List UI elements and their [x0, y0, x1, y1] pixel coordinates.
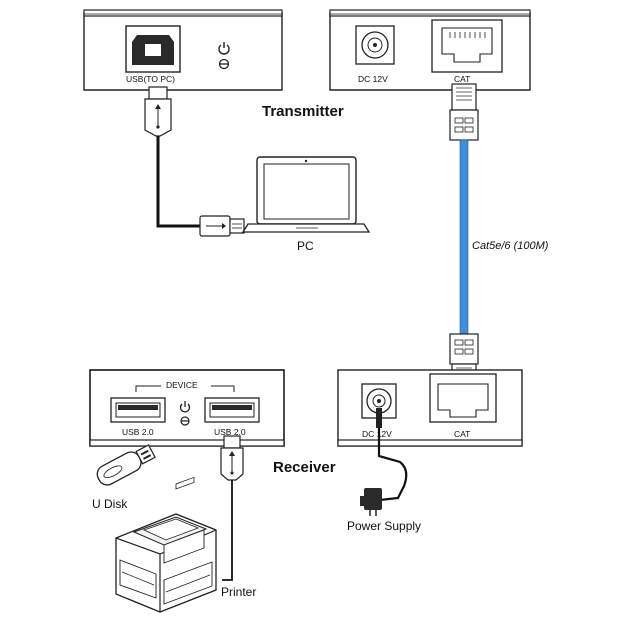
rj45-port-rx	[429, 373, 497, 423]
dc-jack-tx	[355, 25, 395, 65]
dc-12v-tx-label: DC 12V	[358, 74, 388, 84]
printer	[115, 476, 217, 613]
dc-12v-rx-label: DC 12V	[362, 429, 392, 439]
usb-symbol-icon	[229, 451, 235, 475]
power-supply-label: Power Supply	[347, 519, 421, 533]
transmitter-usb-unit: USB(TO PC)	[83, 9, 283, 91]
usb-cable-pc	[144, 86, 245, 237]
power-icon	[179, 401, 191, 413]
transmitter-label: Transmitter	[262, 103, 344, 120]
cable-spec-label: Cat5e/6 (100M)	[472, 240, 549, 252]
usb-a-port-right	[204, 397, 260, 423]
link-indicator-icon	[218, 58, 230, 70]
usb-symbol-icon	[206, 223, 226, 229]
transmitter-cat-unit: DC 12V CAT	[329, 9, 531, 91]
cat-rx-label: CAT	[454, 429, 470, 439]
pc-laptop	[241, 156, 371, 233]
power-icon	[218, 42, 230, 55]
cat-tx-label: CAT	[454, 74, 470, 84]
device-label: DEVICE	[166, 380, 198, 390]
receiver-cat-unit: DC 12V CAT	[337, 369, 523, 447]
usb-b-port	[125, 25, 181, 73]
usb20-right-label: USB 2.0	[214, 427, 246, 437]
usb-symbol-icon	[155, 104, 161, 129]
usb20-left-label: USB 2.0	[122, 427, 154, 437]
printer-cable	[220, 435, 244, 581]
pc-label: PC	[297, 239, 314, 253]
receiver-usb-unit: DEVICE USB 2.0 USB 2.0	[89, 369, 285, 447]
rj45-port-tx	[431, 19, 503, 73]
power-supply	[360, 408, 408, 516]
u-disk-label: U Disk	[92, 497, 128, 511]
receiver-label: Receiver	[273, 459, 336, 476]
usb-to-pc-label: USB(TO PC)	[126, 74, 175, 84]
usb-a-port-left	[110, 397, 166, 423]
u-disk	[96, 444, 156, 486]
cat-cable	[449, 83, 479, 391]
link-indicator-icon	[180, 416, 190, 426]
printer-label: Printer	[221, 585, 256, 599]
